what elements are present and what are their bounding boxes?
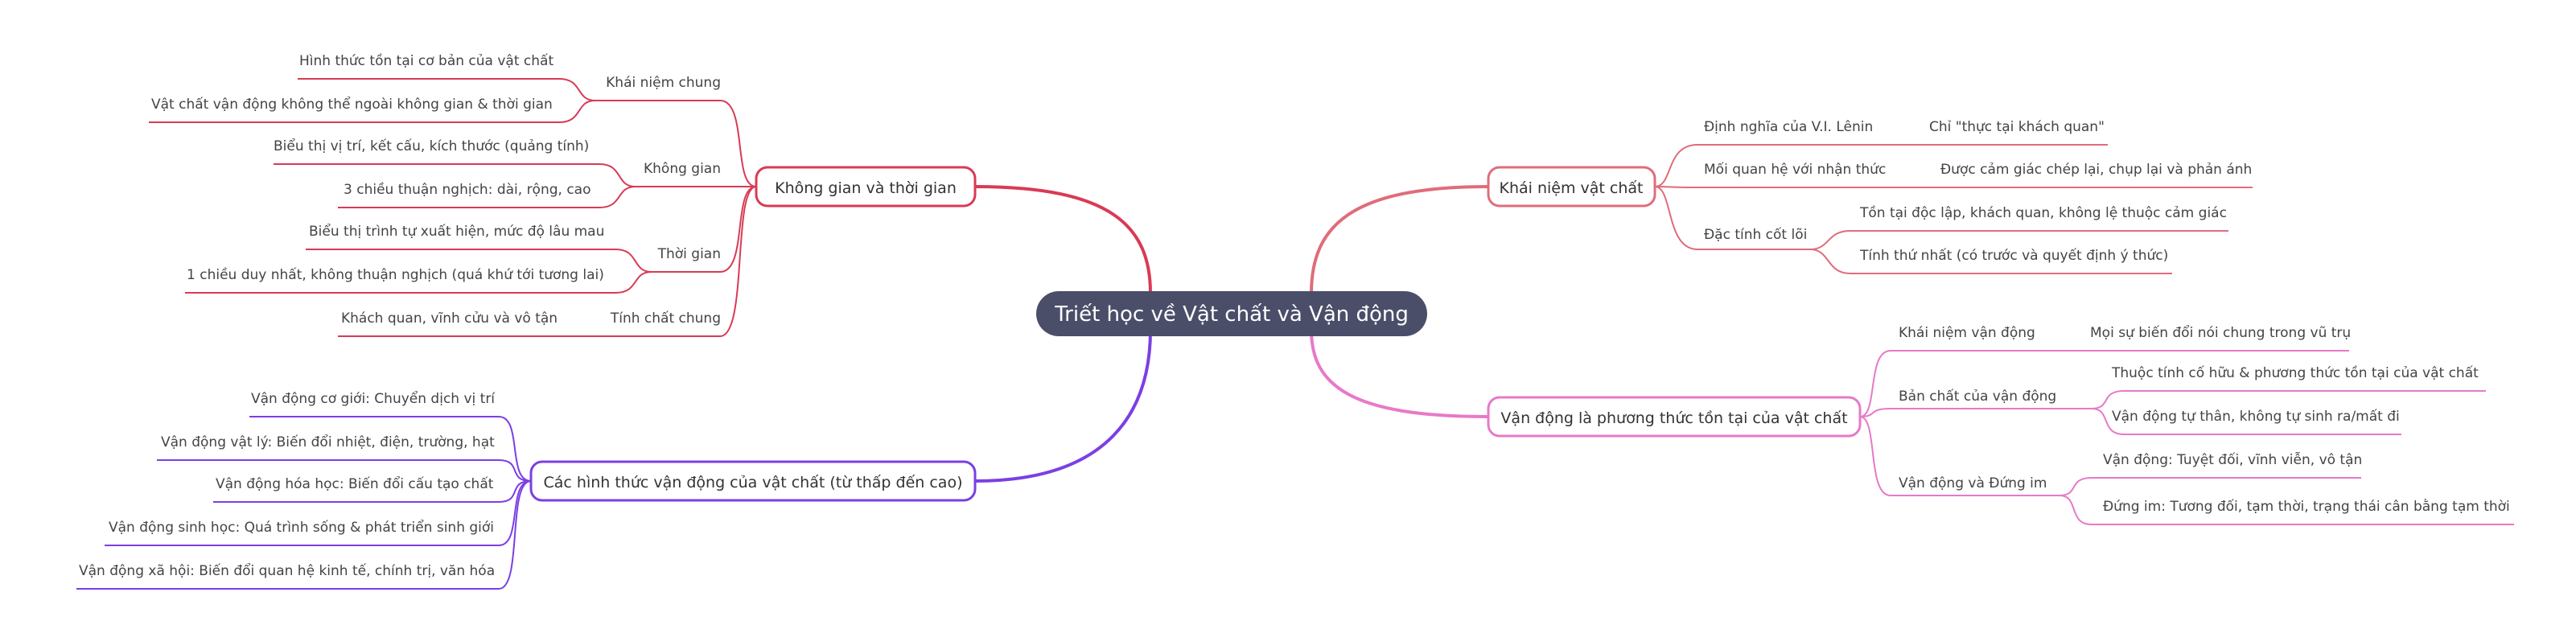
root-node[interactable]: Triết học về Vật chất và Vận động — [1036, 291, 1427, 336]
node-van-dong-label: Vận động là phương thức tồn tại của vật … — [1500, 409, 1847, 427]
khai-niem-chung-leaf-2[interactable]: Vật chất vận động không thể ngoài không … — [151, 96, 553, 113]
dinh-nghia-leaf[interactable]: Chỉ "thực tại khách quan" — [1929, 119, 2105, 135]
connector-hinh-thuc-van-dong — [974, 329, 1152, 483]
connector-tinh-chat — [338, 186, 757, 337]
node-van-dong-box — [1487, 396, 1862, 438]
thoi-gian-leaf-2[interactable]: 1 chiều duy nhất, không thuận nghịch (qu… — [187, 266, 604, 283]
connector-hinh-thuc-leaf-5 — [76, 480, 532, 590]
khai-niem-van-dong-leaf[interactable]: Mọi sự biến đổi nói chung trong vũ trụ — [2090, 324, 2351, 341]
ban-chat-leaf-1[interactable]: Thuộc tính cố hữu & phương thức tồn tại … — [2111, 364, 2479, 381]
connector-dung-im — [1859, 416, 2060, 496]
dac-tinh-leaf-2[interactable]: Tính thứ nhất (có trước và quyết định ý … — [1859, 247, 2168, 264]
connector-dung-im-leaf-1 — [2059, 477, 2361, 496]
khong-gian-leaf-1[interactable]: Biểu thị vị trí, kết cấu, kích thước (qu… — [274, 138, 589, 154]
moi-quan-he-leaf[interactable]: Được cảm giác chép lại, chụp lại và phản… — [1940, 162, 2252, 178]
connector-khai-niem-chung-leaf-1 — [298, 78, 596, 101]
connector-dac-tinh — [1654, 186, 1810, 250]
hinh-thuc-leaf-4[interactable]: Vận động sinh học: Quá trình sống & phát… — [109, 519, 494, 536]
connector-van-dong — [1310, 329, 1489, 418]
connector-dung-im-leaf-2 — [2059, 495, 2514, 525]
dinh-nghia-label[interactable]: Định nghĩa của V.I. Lênin — [1704, 119, 1873, 135]
branch-khai-niem-vat-chat — [1654, 144, 2253, 274]
connector-khong-gian-leaf-1 — [274, 163, 636, 187]
connector-hinh-thuc-leaf-3 — [213, 480, 532, 503]
root-node-box — [1036, 291, 1427, 336]
hinh-thuc-leaf-5[interactable]: Vận động xã hội: Biến đổi quan hệ kinh t… — [79, 562, 495, 579]
node-khai-niem-vat-chat-label: Khái niệm vật chất — [1500, 179, 1644, 197]
tinh-chat-label[interactable]: Tính chất chung — [610, 310, 721, 327]
branch-khong-gian-thoi-gian — [149, 78, 757, 337]
root-node-label: Triết học về Vật chất và Vận động — [1054, 302, 1409, 327]
connector-thoi-gian-leaf-1 — [306, 249, 652, 273]
dac-tinh-leaf-1[interactable]: Tồn tại độc lập, khách quan, không lệ th… — [1859, 204, 2227, 221]
hinh-thuc-leaf-3[interactable]: Vận động hóa học: Biến đổi cấu tạo chất — [216, 475, 494, 492]
connector-ban-chat-leaf-2 — [2091, 408, 2401, 435]
connector-ban-chat-leaf-1 — [2091, 390, 2486, 409]
connector-khong-gian-thoi-gian — [974, 185, 1152, 294]
connector-khai-niem-chung-leaf-2 — [149, 100, 596, 123]
connector-khai-niem-van-dong — [1859, 350, 2068, 417]
node-van-dong[interactable]: Vận động là phương thức tồn tại của vật … — [1487, 396, 1862, 438]
thoi-gian-leaf-1[interactable]: Biểu thị trình tự xuất hiện, mức độ lâu … — [309, 223, 604, 240]
node-khai-niem-vat-chat[interactable]: Khái niệm vật chất — [1487, 166, 1656, 208]
khai-niem-chung-leaf-1[interactable]: Hình thức tồn tại cơ bản của vật chất — [299, 52, 553, 69]
tinh-chat-leaf[interactable]: Khách quan, vĩnh cửu và vô tận — [341, 310, 558, 327]
node-hinh-thuc-van-dong-label: Các hình thức vận động của vật chất (từ … — [544, 474, 963, 491]
branch-van-dong — [1859, 350, 2514, 525]
dung-im-leaf-1[interactable]: Vận động: Tuyệt đối, vĩnh viễn, vô tận — [2103, 451, 2362, 468]
connector-khong-gian-leaf-2 — [338, 186, 636, 208]
khai-niem-chung-label[interactable]: Khái niệm chung — [606, 75, 721, 91]
connector-ban-chat — [1859, 408, 2092, 417]
connector-hinh-thuc-leaf-1 — [249, 416, 532, 482]
connector-khai-niem-vat-chat — [1310, 185, 1489, 294]
connector-khai-niem-chung — [595, 100, 757, 187]
connector-dac-tinh-leaf-2 — [1809, 249, 2172, 274]
dung-im-label[interactable]: Vận động và Đứng im — [1899, 475, 2047, 491]
connector-thoi-gian — [652, 186, 757, 273]
moi-quan-he-label[interactable]: Mối quan hệ với nhận thức — [1704, 161, 1886, 178]
connector-thoi-gian-leaf-2 — [185, 271, 652, 294]
khong-gian-label[interactable]: Không gian — [644, 161, 721, 177]
branch-hinh-thuc-van-dong — [76, 416, 532, 590]
hinh-thuc-leaf-1[interactable]: Vận động cơ giới: Chuyển dịch vị trí — [251, 390, 496, 407]
node-hinh-thuc-van-dong[interactable]: Các hình thức vận động của vật chất (từ … — [529, 460, 977, 502]
node-khong-gian-thoi-gian-box — [755, 166, 977, 208]
dac-tinh-label[interactable]: Đặc tính cốt lõi — [1704, 226, 1807, 243]
node-hinh-thuc-van-dong-box — [529, 460, 977, 502]
ban-chat-leaf-2[interactable]: Vận động tự thân, không tự sinh ra/mất đ… — [2112, 408, 2400, 425]
node-khong-gian-thoi-gian[interactable]: Không gian và thời gian — [755, 166, 977, 208]
node-khong-gian-thoi-gian-label: Không gian và thời gian — [775, 179, 957, 197]
hinh-thuc-leaf-2[interactable]: Vận động vật lý: Biến đổi nhiệt, điện, t… — [161, 434, 495, 450]
khai-niem-van-dong-label[interactable]: Khái niệm vận động — [1899, 325, 2035, 341]
connector-dac-tinh-leaf-1 — [1809, 230, 2228, 250]
ban-chat-label[interactable]: Bản chất của vận động — [1899, 388, 2056, 405]
connector-dinh-nghia — [1654, 144, 1858, 187]
connector-hinh-thuc-leaf-4 — [105, 480, 532, 546]
connector-hinh-thuc-leaf-2 — [157, 459, 532, 482]
node-khai-niem-vat-chat-box — [1487, 166, 1656, 208]
thoi-gian-label[interactable]: Thời gian — [657, 246, 721, 262]
khong-gian-leaf-2[interactable]: 3 chiều thuận nghịch: dài, rộng, cao — [344, 181, 591, 198]
dung-im-leaf-2[interactable]: Đứng im: Tương đối, tạm thời, trạng thái… — [2103, 498, 2510, 515]
